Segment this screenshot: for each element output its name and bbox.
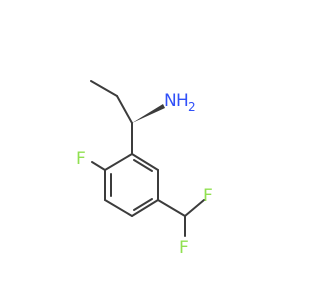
ring-double-bond-inner-3	[133, 159, 153, 172]
bond-chf2-f-top	[184, 199, 205, 217]
ring-fluorine-label: F	[76, 149, 86, 169]
bonds	[90, 80, 205, 237]
chf2-fluorine-top-label: F	[203, 186, 213, 206]
bond-ch3-ch2	[90, 80, 118, 97]
amine-hydrogen-label: H	[176, 91, 189, 111]
stereo-wedge-bond	[132, 104, 165, 123]
atom-labels: N H 2 F F F	[76, 91, 213, 258]
molecule-structure-diagram: N H 2 F F F	[76, 80, 213, 258]
ring-bond-4	[131, 199, 159, 217]
amine-group: N H 2	[164, 91, 196, 114]
bond-ring-fluorine	[91, 161, 106, 171]
ring-bond-3	[104, 199, 133, 217]
chf2-fluorine-bottom-label: F	[179, 238, 189, 258]
ring-bond-6	[131, 153, 159, 171]
bond-ch2-stereocenter	[116, 95, 133, 124]
ring-double-bond-inner-2	[133, 198, 153, 211]
amine-nitrogen-label: N	[164, 91, 177, 111]
amine-subscript-label: 2	[188, 100, 196, 114]
ring-bond-1	[104, 153, 133, 171]
bond-ring-chf2	[157, 199, 186, 217]
